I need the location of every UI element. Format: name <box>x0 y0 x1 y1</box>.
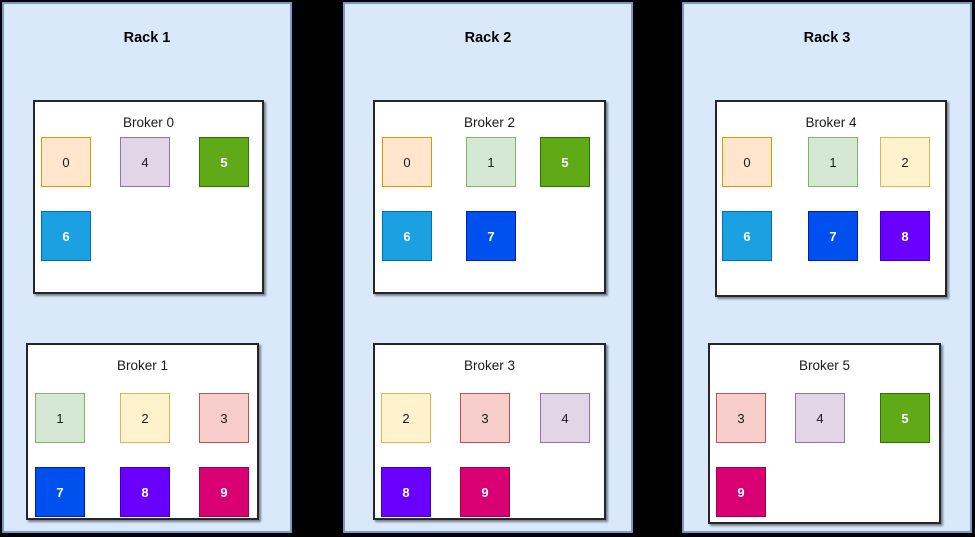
partition-square: 4 <box>540 393 590 443</box>
partition-square: 9 <box>460 467 510 517</box>
partition-square: 2 <box>880 137 930 187</box>
partition-square: 8 <box>880 211 930 261</box>
partition-square: 9 <box>716 467 766 517</box>
partition-square: 3 <box>199 393 249 443</box>
rack-title: Rack 3 <box>803 30 851 46</box>
partition-square: 4 <box>795 393 845 443</box>
broker-title: Broker 1 <box>116 358 169 373</box>
partition-square: 2 <box>381 393 431 443</box>
partition-square: 6 <box>382 211 432 261</box>
partition-square: 3 <box>460 393 510 443</box>
partition-square: 0 <box>382 137 432 187</box>
broker-title: Broker 3 <box>463 358 516 373</box>
partition-square: 7 <box>466 211 516 261</box>
broker-title: Broker 4 <box>805 115 857 130</box>
partition-square: 9 <box>199 467 249 517</box>
partition-square: 0 <box>41 137 91 187</box>
partition-square: 6 <box>41 211 91 261</box>
partition-square: 1 <box>808 137 858 187</box>
partition-square: 2 <box>120 393 170 443</box>
partition-square: 1 <box>466 137 516 187</box>
rack-title: Rack 1 <box>123 30 171 46</box>
partition-square: 4 <box>120 137 170 187</box>
partition-square: 5 <box>199 137 249 187</box>
partition-square: 7 <box>808 211 858 261</box>
partition-square: 0 <box>722 137 772 187</box>
broker-title: Broker 5 <box>798 358 851 373</box>
partition-square: 8 <box>381 467 431 517</box>
partition-square: 1 <box>35 393 85 443</box>
partition-square: 7 <box>35 467 85 517</box>
partition-square: 5 <box>540 137 590 187</box>
broker-title: Broker 0 <box>122 115 175 130</box>
partition-square: 8 <box>120 467 170 517</box>
partition-square: 6 <box>722 211 772 261</box>
partition-square: 3 <box>716 393 766 443</box>
rack-title: Rack 2 <box>464 30 512 46</box>
partition-square: 5 <box>880 393 930 443</box>
broker-title: Broker 2 <box>463 115 516 130</box>
